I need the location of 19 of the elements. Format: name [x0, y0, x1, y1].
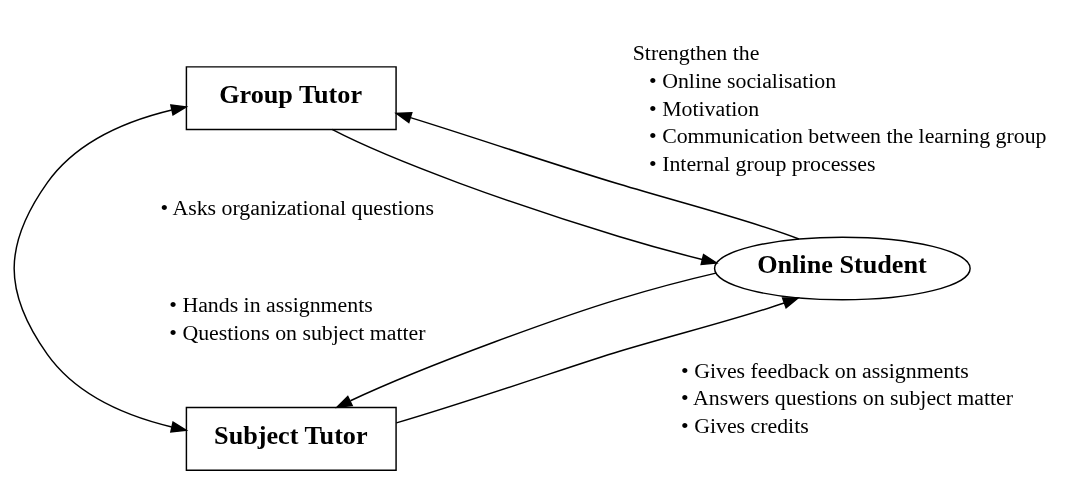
label: • Hands in assignments [169, 292, 373, 317]
label: • Answers questions on subject matter [681, 385, 1014, 410]
label: • Gives credits [681, 413, 809, 438]
node-box: Subject Tutor [185, 406, 397, 471]
node-box: Group Tutor [185, 65, 397, 130]
arrow [394, 111, 800, 240]
label: • Gives feedback on assignments [681, 358, 969, 383]
label: Strengthen the [632, 40, 760, 65]
label: • Motivation [649, 96, 760, 121]
label: • Questions on subject matter [169, 320, 426, 345]
arrow [13, 103, 189, 433]
label: • Online socialisation [649, 68, 837, 93]
node-ellipse: Online Student [713, 236, 971, 301]
arrow [331, 128, 719, 265]
arrow [334, 271, 717, 408]
label: • Asks organizational questions [160, 195, 434, 220]
label: • Internal group processes [649, 151, 876, 176]
arrow [395, 296, 801, 424]
label: • Communication between the learning group [649, 123, 1047, 148]
